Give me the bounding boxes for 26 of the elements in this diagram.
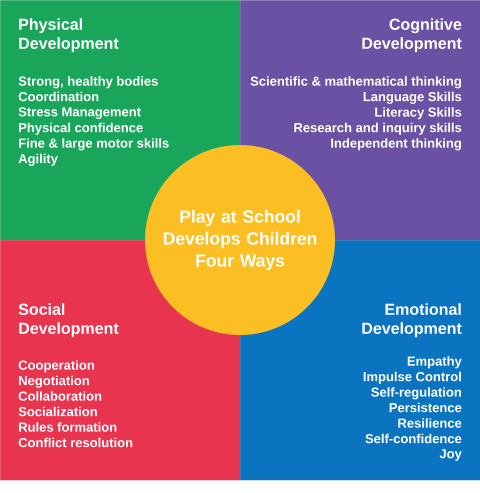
list-item: Language Skills — [364, 92, 462, 104]
list-item: Self-regulation — [371, 387, 461, 400]
list-item: Resilience — [398, 418, 462, 428]
list-item: Conflict resolution — [18, 438, 132, 448]
list-item: Strong, healthy bodies — [18, 76, 158, 88]
list-item: Persistence — [390, 402, 462, 412]
list-item: Scientific & mathematical thinking — [250, 76, 461, 88]
list-item: Self-confidence — [365, 434, 462, 444]
list-item: Empathy — [408, 356, 462, 368]
list-item: Joy — [440, 449, 462, 461]
list-item: Physical confidence — [19, 122, 143, 135]
list-item: Negotiation — [19, 376, 89, 388]
list-item: Coordination — [18, 92, 98, 102]
list-item: Research and inquiry skills — [294, 122, 462, 135]
list-item: Collaboration — [18, 391, 102, 401]
list-item: Cooperation — [18, 360, 94, 372]
list-item: Agility — [18, 154, 58, 166]
quadrant-heading: Cognitive Development — [362, 18, 462, 52]
list-item: Impulse Control — [364, 372, 461, 384]
list-item: Stress Management — [18, 107, 141, 120]
list-item: Literacy Skills — [375, 107, 462, 120]
list-item: Rules formation — [19, 422, 116, 432]
list-item: Socialization — [18, 406, 97, 416]
quadrant-heading: Physical Development — [19, 18, 118, 52]
quadrant-heading: Emotional Development — [362, 303, 462, 338]
quadrant-heading: Social Development — [18, 303, 118, 338]
